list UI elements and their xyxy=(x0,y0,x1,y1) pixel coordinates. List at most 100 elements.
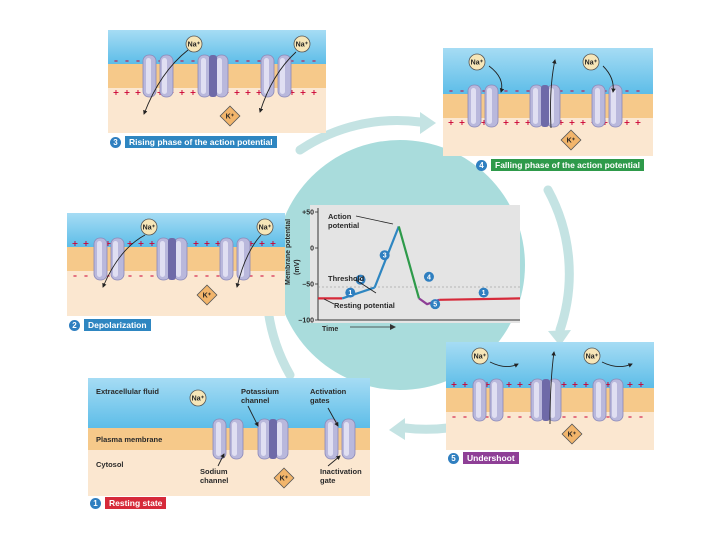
plasma-membrane-label: Plasma membrane xyxy=(96,435,162,444)
svg-text:+: + xyxy=(113,88,120,97)
svg-text:+: + xyxy=(256,88,263,97)
svg-text:+: + xyxy=(193,239,200,248)
panel-resting-state: Na⁺ K⁺ xyxy=(88,378,370,496)
svg-text:+: + xyxy=(138,239,145,248)
y-tick-label: +50 xyxy=(302,210,314,217)
potassium-ion-icon: K⁺ xyxy=(196,284,218,306)
svg-text:–: – xyxy=(125,56,129,65)
svg-text:Na⁺: Na⁺ xyxy=(143,225,156,232)
caption-depolarization: 2 Depolarization xyxy=(69,319,151,331)
svg-text:–: – xyxy=(452,412,456,421)
cytosol-label: Cytosol xyxy=(96,460,124,469)
panel-falling-phase: ––––––––––––––––––++++++++++++++++++Na⁺N… xyxy=(443,48,653,156)
stage-marker-label: 1 xyxy=(482,290,486,297)
svg-text:–: – xyxy=(136,56,140,65)
svg-text:K⁺: K⁺ xyxy=(280,476,289,483)
panel-depolarization: +++++++++++++++++++–––––––––––––––––––Na… xyxy=(67,213,285,316)
svg-text:–: – xyxy=(463,412,467,421)
stage-marker-label: 4 xyxy=(427,274,431,281)
svg-text:–: – xyxy=(290,56,294,65)
potassium-channel-icon xyxy=(197,54,229,98)
caption-undershoot: 5 Undershoot xyxy=(448,452,519,464)
svg-text:–: – xyxy=(518,412,522,421)
panel-rising-phase: –––––––––––––––––––+++++++++++++++++++Na… xyxy=(108,30,326,133)
potassium-channel-label: Potassium xyxy=(241,387,279,396)
svg-text:+: + xyxy=(215,239,222,248)
caption-label: Undershoot xyxy=(463,452,519,464)
sodium-ion-icon: Na⁺ xyxy=(293,35,311,53)
potassium-channel-icon xyxy=(529,84,561,128)
svg-text:+: + xyxy=(83,239,90,248)
stage-marker-label: 1 xyxy=(348,290,352,297)
svg-text:–: – xyxy=(562,412,566,421)
svg-text:+: + xyxy=(451,380,458,389)
svg-text:–: – xyxy=(584,412,588,421)
potassium-channel-icon xyxy=(156,237,188,281)
svg-text:+: + xyxy=(462,380,469,389)
y-tick-label: –50 xyxy=(302,282,314,289)
step-number: 3 xyxy=(110,136,121,148)
svg-text:K⁺: K⁺ xyxy=(568,432,577,439)
stage-marker-label: 2 xyxy=(359,277,363,284)
sodium-channel-icon xyxy=(142,54,174,98)
svg-text:–: – xyxy=(449,86,453,95)
svg-text:+: + xyxy=(481,118,488,127)
svg-text:+: + xyxy=(204,239,211,248)
svg-text:+: + xyxy=(127,239,134,248)
svg-text:–: – xyxy=(246,56,250,65)
potassium-ion-icon: K⁺ xyxy=(273,467,295,489)
svg-text:Na⁺: Na⁺ xyxy=(471,60,484,67)
action-potential-label: Action xyxy=(328,212,352,221)
svg-text:–: – xyxy=(139,271,143,280)
caption-falling-phase: 4 Falling phase of the action potential xyxy=(476,159,644,171)
svg-text:+: + xyxy=(259,239,266,248)
svg-text:+: + xyxy=(503,118,510,127)
series-line-1 xyxy=(439,297,521,301)
svg-text:Na⁺: Na⁺ xyxy=(474,354,487,361)
sodium-ion-icon: Na⁺ xyxy=(471,347,489,365)
svg-text:–: – xyxy=(482,86,486,95)
svg-text:Na⁺: Na⁺ xyxy=(586,354,599,361)
svg-text:–: – xyxy=(73,271,77,280)
svg-text:–: – xyxy=(216,271,220,280)
svg-text:–: – xyxy=(235,56,239,65)
svg-text:–: – xyxy=(205,271,209,280)
y-axis-label: Membrane potential xyxy=(285,219,292,285)
sodium-channel-icon xyxy=(324,418,356,460)
stage-marker xyxy=(423,271,434,282)
svg-text:+: + xyxy=(638,380,645,389)
sodium-ion-icon: Na⁺ xyxy=(140,218,158,236)
svg-text:–: – xyxy=(114,56,118,65)
svg-text:–: – xyxy=(504,86,508,95)
svg-text:–: – xyxy=(625,86,629,95)
svg-text:K⁺: K⁺ xyxy=(567,138,576,145)
potassium-ion-icon: K⁺ xyxy=(561,423,583,445)
svg-text:Na⁺: Na⁺ xyxy=(192,396,205,403)
x-axis-label: Time xyxy=(322,326,338,333)
sodium-channel-icon xyxy=(212,418,244,460)
stage-marker-label: 3 xyxy=(383,253,387,260)
stage-marker xyxy=(355,274,366,285)
svg-text:–: – xyxy=(485,412,489,421)
svg-text:+: + xyxy=(506,380,513,389)
svg-text:–: – xyxy=(84,271,88,280)
svg-text:potential: potential xyxy=(328,221,359,230)
svg-text:+: + xyxy=(635,118,642,127)
svg-text:+: + xyxy=(572,380,579,389)
cycle-arrowhead xyxy=(389,418,405,440)
svg-text:+: + xyxy=(270,239,277,248)
svg-text:+: + xyxy=(569,118,576,127)
sodium-ion-icon: Na⁺ xyxy=(583,347,601,365)
svg-text:K⁺: K⁺ xyxy=(226,114,235,121)
svg-text:+: + xyxy=(289,88,296,97)
caption-label: Depolarization xyxy=(84,319,151,331)
sodium-channel-label: Sodium xyxy=(200,467,228,476)
stage-marker xyxy=(379,250,390,261)
sodium-channel-icon xyxy=(472,378,504,422)
svg-text:–: – xyxy=(271,271,275,280)
svg-text:+: + xyxy=(124,88,131,97)
svg-text:+: + xyxy=(234,88,241,97)
sodium-channel-icon xyxy=(219,237,251,281)
sodium-ion-icon: Na⁺ xyxy=(189,389,207,407)
potassium-ion-icon: K⁺ xyxy=(560,129,582,151)
